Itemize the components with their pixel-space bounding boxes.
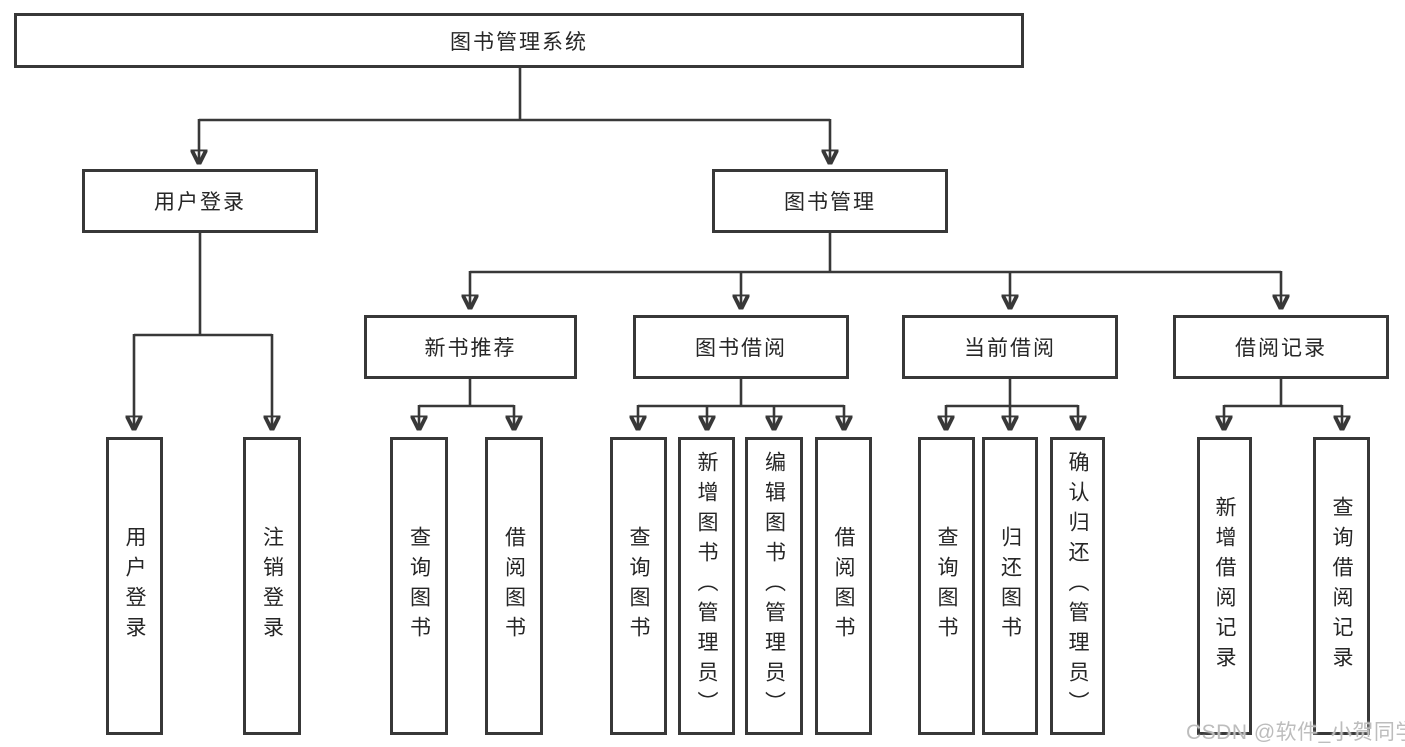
node-new-book-rec-label: 新书推荐 xyxy=(424,337,517,360)
node-book-mgmt-branch-label: 图书管理 xyxy=(784,191,876,214)
node-bb-edit-book: 编辑图书（管理员） xyxy=(745,437,803,735)
csdn-watermark: CSDN @软件_小贺同学 xyxy=(1186,721,1405,744)
node-cb-confirm-return: 确认归还（管理员） xyxy=(1050,437,1105,735)
node-br-add-record-label: 新增借阅记录 xyxy=(1213,496,1236,676)
node-cb-query-book-label: 查询图书 xyxy=(935,526,958,646)
node-cb-confirm-return-label: 确认归还（管理员） xyxy=(1066,451,1089,721)
node-bb-edit-book-label: 编辑图书（管理员） xyxy=(762,451,786,721)
node-user-login-branch-label: 用户登录 xyxy=(154,191,246,214)
node-leaf-logout: 注销登录 xyxy=(243,437,301,735)
node-book-borrow-label: 图书借阅 xyxy=(695,337,787,360)
node-br-query-record-label: 查询借阅记录 xyxy=(1330,496,1353,676)
node-leaf-logout-label: 注销登录 xyxy=(260,526,284,646)
node-bb-borrow-book-label: 借阅图书 xyxy=(832,526,855,646)
node-current-borrow: 当前借阅 xyxy=(902,315,1118,379)
node-user-login-branch: 用户登录 xyxy=(82,169,318,233)
node-cb-return-book: 归还图书 xyxy=(982,437,1038,735)
node-bb-add-book: 新增图书（管理员） xyxy=(678,437,735,735)
node-bb-query-book-label: 查询图书 xyxy=(627,526,650,646)
node-root-label: 图书管理系统 xyxy=(450,30,588,54)
node-br-add-record: 新增借阅记录 xyxy=(1197,437,1252,735)
connector-root-to-level2 xyxy=(199,68,830,163)
node-borrow-records-label: 借阅记录 xyxy=(1235,337,1327,360)
node-leaf-user-login: 用户登录 xyxy=(106,437,163,735)
node-borrow-records: 借阅记录 xyxy=(1173,315,1389,379)
node-cb-query-book: 查询图书 xyxy=(918,437,975,735)
node-book-borrow: 图书借阅 xyxy=(633,315,849,379)
node-nbr-query-book-label: 查询图书 xyxy=(407,526,431,646)
node-root: 图书管理系统 xyxy=(14,13,1024,68)
connector-borrow-records-to-leaves xyxy=(1224,379,1342,429)
connector-current-borrow-to-leaves xyxy=(946,379,1078,429)
connector-new-book-rec-to-leaves xyxy=(419,379,514,429)
connector-user-login-to-leaves xyxy=(134,233,272,429)
node-new-book-rec: 新书推荐 xyxy=(364,315,577,379)
node-current-borrow-label: 当前借阅 xyxy=(964,337,1056,360)
node-bb-borrow-book: 借阅图书 xyxy=(815,437,872,735)
node-nbr-borrow-book-label: 借阅图书 xyxy=(502,526,526,646)
node-book-mgmt-branch: 图书管理 xyxy=(712,169,948,233)
node-bb-add-book-label: 新增图书（管理员） xyxy=(695,451,718,721)
connector-book-mgmt-to-level3 xyxy=(470,233,1281,308)
node-bb-query-book: 查询图书 xyxy=(610,437,667,735)
node-nbr-query-book: 查询图书 xyxy=(390,437,448,735)
node-cb-return-book-label: 归还图书 xyxy=(998,526,1022,646)
connector-book-borrow-to-leaves xyxy=(638,379,844,429)
node-br-query-record: 查询借阅记录 xyxy=(1313,437,1370,735)
node-leaf-user-login-label: 用户登录 xyxy=(123,526,146,646)
node-nbr-borrow-book: 借阅图书 xyxy=(485,437,543,735)
